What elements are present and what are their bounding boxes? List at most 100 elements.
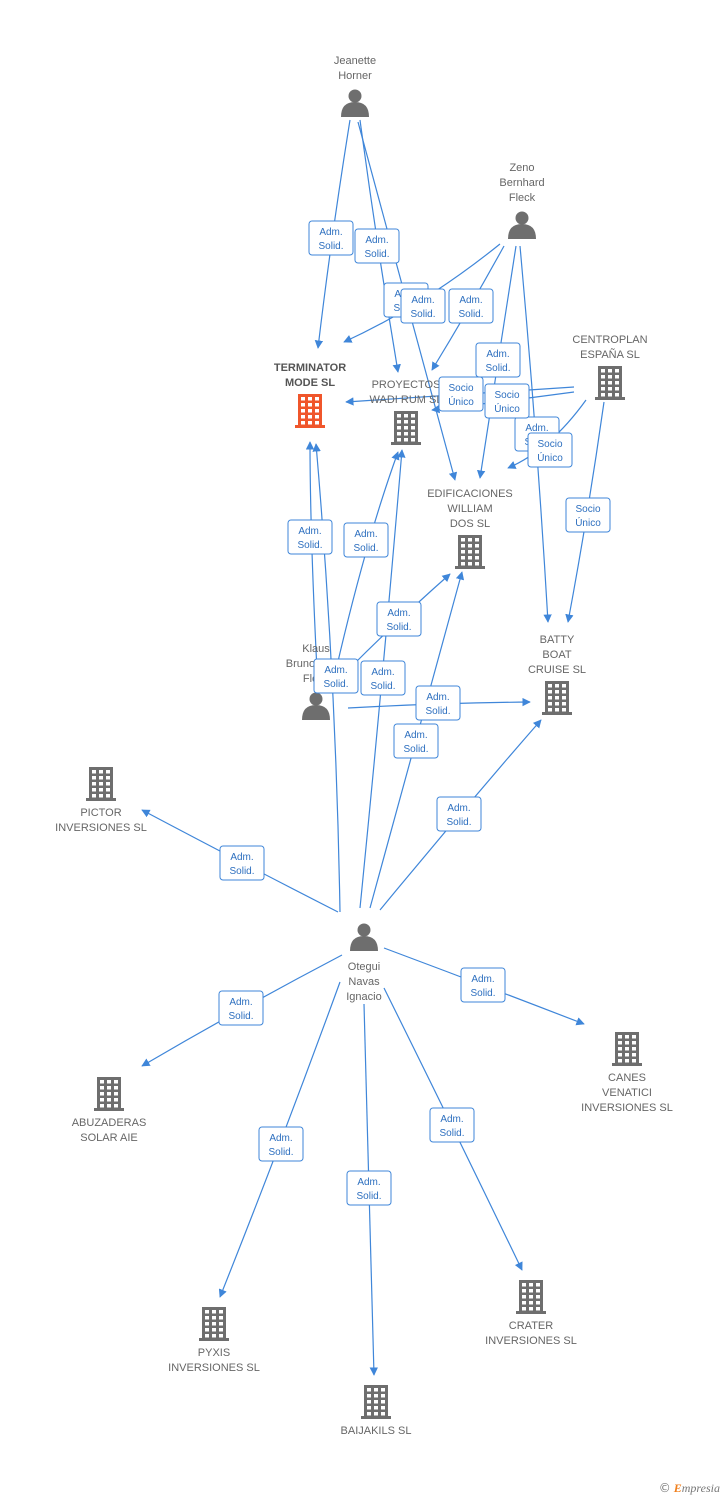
node-label: CANES xyxy=(608,1072,646,1084)
edge-label[interactable]: Adm.Solid. xyxy=(415,685,461,721)
edge-label[interactable]: Adm.Solid. xyxy=(346,1170,392,1206)
edge-label-box xyxy=(287,519,333,555)
edge-label[interactable]: Adm. Solid. xyxy=(343,522,389,558)
footer-brand: ©Empresia xyxy=(659,1481,720,1496)
edge-label-text: Adm. xyxy=(354,529,377,540)
edge-label[interactable]: Adm. Solid. xyxy=(460,967,506,1003)
edge-label-text: Adm. xyxy=(229,997,252,1008)
edge-label-text: Adm. xyxy=(365,235,388,246)
node-label: VENATICI xyxy=(602,1087,652,1099)
edge-label-text: Adm. xyxy=(371,667,394,678)
edge-label-text: Solid. xyxy=(353,543,378,554)
node-label: WILLIAM xyxy=(447,503,492,515)
edge-label-text: Adm. xyxy=(447,803,470,814)
edge-label[interactable]: Adm. Solid. xyxy=(354,228,400,264)
edge-label-box xyxy=(448,288,494,324)
building-icon xyxy=(295,394,325,428)
node-label: SOLAR AIE xyxy=(80,1132,137,1144)
node-label: Ignacio xyxy=(346,991,381,1003)
edge-label-text: Adm. xyxy=(404,730,427,741)
edge-label-text: Adm. xyxy=(230,852,253,863)
edge-label-text: Adm. xyxy=(319,227,342,238)
edge-label-box xyxy=(218,990,264,1026)
edge-label[interactable]: Adm.Solid. xyxy=(448,288,494,324)
edge-label-box xyxy=(565,497,611,533)
building-icon xyxy=(455,535,485,569)
node-label: Zeno xyxy=(509,162,534,174)
edge-label[interactable]: Adm.Solid. xyxy=(287,519,333,555)
edge-label[interactable]: Adm.Solid. xyxy=(475,342,521,378)
edge-label[interactable]: Adm.Solid. xyxy=(218,990,264,1026)
edge-label-text: Único xyxy=(537,451,563,464)
person-icon xyxy=(350,923,378,951)
edge-label-box xyxy=(429,1107,475,1143)
node-label: PROYECTOS xyxy=(372,379,441,391)
edge-label-text: Solid. xyxy=(364,249,389,260)
edge-label-text: Solid. xyxy=(425,706,450,717)
node-label: BAIJAKILS SL xyxy=(341,1425,412,1437)
edge-label-box xyxy=(219,845,265,881)
node-label: ESPAÑA SL xyxy=(580,348,640,361)
edge-label-text: Único xyxy=(448,395,474,408)
node-label: Klaus xyxy=(302,643,330,655)
edge-label[interactable]: Adm. Solid. xyxy=(360,660,406,696)
edge-label-text: Solid. xyxy=(470,988,495,999)
edge-label-text: Solid. xyxy=(229,866,254,877)
edge-label[interactable]: Adm.Solid. xyxy=(429,1107,475,1143)
edge-label-text: Adm. xyxy=(525,423,548,434)
person-icon xyxy=(508,211,536,239)
edge-label-text: Único xyxy=(494,402,520,415)
node-label: INVERSIONES SL xyxy=(485,1335,577,1347)
node-label: EDIFICACIONES xyxy=(427,488,513,500)
edge-klaus-to-proyectos xyxy=(335,451,400,671)
edge-label-box xyxy=(360,660,406,696)
node-label: Fleck xyxy=(509,192,536,204)
edge-label-text: Adm. xyxy=(471,974,494,985)
edge-label-text: Adm. xyxy=(387,608,410,619)
edge-label[interactable]: Adm. Solid. xyxy=(219,845,265,881)
edge-label-text: Solid. xyxy=(297,540,322,551)
edge-label-box xyxy=(475,342,521,378)
node-label: BOAT xyxy=(542,649,571,661)
edge-label[interactable]: Adm.Solid. xyxy=(258,1126,304,1162)
node-proyectos[interactable]: PROYECTOS WADI RUM SL xyxy=(370,379,443,445)
edge-label-text: Adm. xyxy=(324,665,347,676)
edge-label[interactable]: Adm.Solid. xyxy=(400,288,446,324)
edge-label-text: Solid. xyxy=(268,1147,293,1158)
building-icon xyxy=(199,1307,229,1341)
node-label: PYXIS xyxy=(198,1347,230,1359)
brand-name: mpresia xyxy=(681,1481,720,1495)
edge-label[interactable]: Adm.Solid. xyxy=(393,723,439,759)
node-baijakils[interactable]: BAIJAKILS SL xyxy=(341,1385,412,1437)
edge-label-text: Socio xyxy=(494,390,519,401)
node-label: WADI RUM SL xyxy=(370,394,443,406)
edge-label[interactable]: Adm.Solid. xyxy=(313,658,359,694)
edge-label-box xyxy=(393,723,439,759)
edge-label-text: Socio xyxy=(537,439,562,450)
edge-label[interactable]: Adm.Solid. xyxy=(436,796,482,832)
edge-label-text: Adm. xyxy=(459,295,482,306)
edge-label-box xyxy=(308,220,354,256)
building-icon xyxy=(391,411,421,445)
person-icon xyxy=(302,692,330,720)
node-label: Otegui xyxy=(348,961,380,973)
edge-label-text: Solid. xyxy=(370,681,395,692)
edge-label[interactable]: Adm.Solid. xyxy=(376,601,422,637)
edge-label[interactable]: Adm.Solid. xyxy=(308,220,354,256)
